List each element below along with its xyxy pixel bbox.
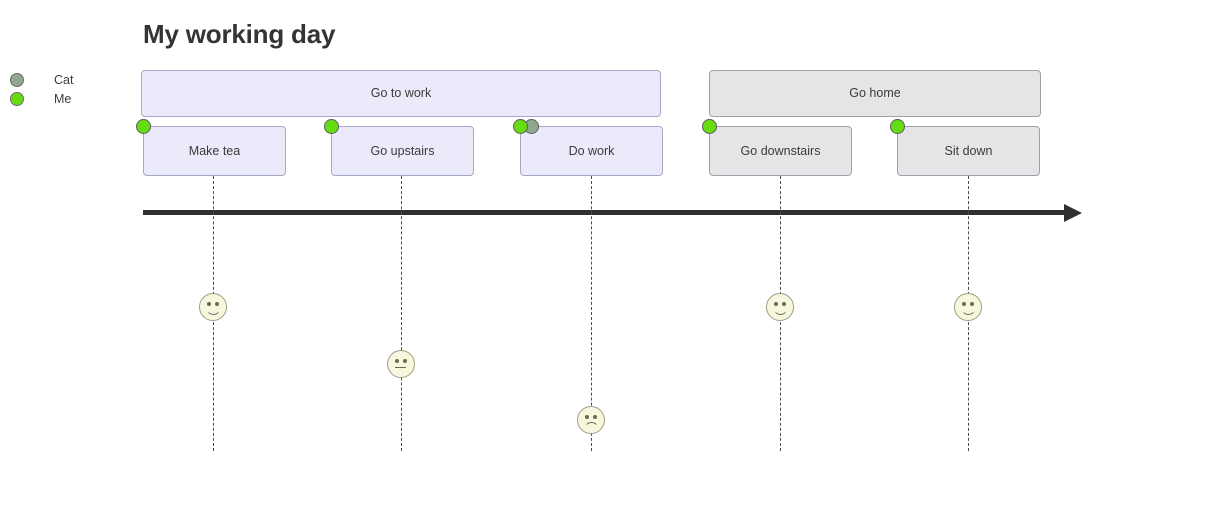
group-box-go-home[interactable]: Go home: [709, 70, 1041, 117]
group-box-go-to-work[interactable]: Go to work: [141, 70, 661, 117]
face-eye-left: [962, 302, 966, 306]
legend-item-label: Me: [54, 91, 72, 106]
mood-face-happy-icon: [954, 293, 982, 321]
legend-item-cat: Cat: [10, 70, 130, 89]
face-eye-right: [782, 302, 786, 306]
task-box-do-work[interactable]: Do work: [520, 126, 663, 176]
page-title: My working day: [143, 19, 336, 49]
actor-marker-icon: [890, 119, 905, 134]
group-box-label: Go home: [849, 86, 901, 100]
timeline-arrow-icon: [1064, 203, 1082, 222]
mood-face-happy-icon: [766, 293, 794, 321]
dropline-go-upstairs: [401, 176, 402, 451]
face-eye-left: [395, 359, 399, 363]
face-eye-left: [774, 302, 778, 306]
task-box-label: Do work: [568, 143, 615, 158]
task-box-label: Go upstairs: [370, 143, 435, 158]
face-eye-right: [215, 302, 219, 306]
face-eye-left: [585, 415, 589, 419]
face-mouth: [395, 367, 406, 368]
task-box-sit-down[interactable]: Sit down: [897, 126, 1040, 176]
face-mouth: [773, 306, 788, 315]
legend-marker-icon: [10, 72, 24, 87]
task-box-label: Sit down: [944, 143, 993, 158]
face-mouth: [584, 422, 599, 431]
task-box-label: Make tea: [188, 143, 241, 158]
face-eye-left: [207, 302, 211, 306]
actor-marker-icon: [136, 119, 151, 134]
task-box-go-upstairs[interactable]: Go upstairs: [331, 126, 474, 176]
legend-item-me: Me: [10, 89, 130, 108]
actor-marker-icon: [513, 119, 528, 134]
face-eye-right: [403, 359, 407, 363]
timeline-axis-line: [143, 210, 1064, 215]
dropline-do-work: [591, 176, 592, 451]
task-box-label: Go downstairs: [740, 143, 821, 158]
face-eye-right: [970, 302, 974, 306]
legend-item-label: Cat: [54, 72, 74, 87]
actor-marker-icon: [324, 119, 339, 134]
face-mouth: [206, 306, 221, 315]
face-mouth: [961, 306, 976, 315]
mood-face-happy-icon: [199, 293, 227, 321]
actor-marker-icon: [702, 119, 717, 134]
task-box-make-tea[interactable]: Make tea: [143, 126, 286, 176]
task-box-go-downstairs[interactable]: Go downstairs: [709, 126, 852, 176]
legend-marker-icon: [10, 91, 24, 106]
face-eye-right: [593, 415, 597, 419]
mood-face-neutral-icon: [387, 350, 415, 378]
mood-face-sad-icon: [577, 406, 605, 434]
group-box-label: Go to work: [370, 86, 432, 100]
